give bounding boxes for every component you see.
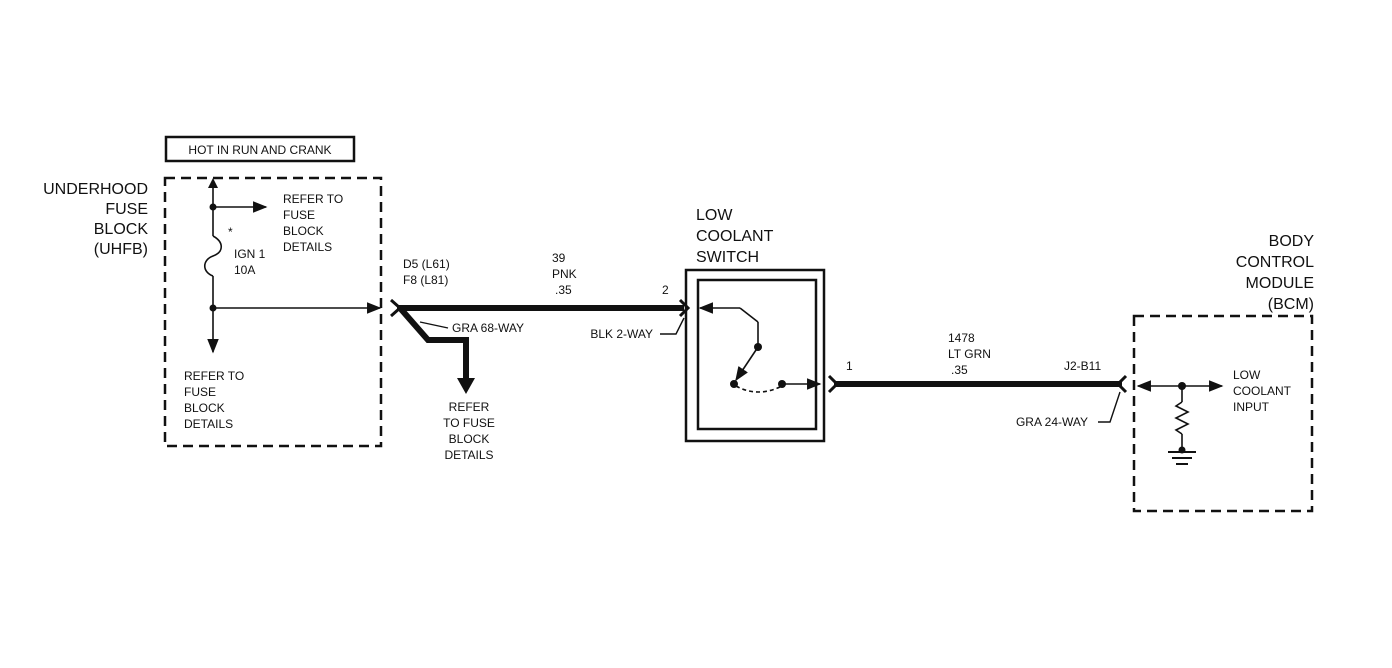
svg-text:F8 (L81): F8 (L81) [403, 273, 448, 287]
gra68-leader [419, 321, 449, 329]
hot-in-run-label: HOT IN RUN AND CRANK [164, 135, 356, 163]
switch-contact-right [778, 380, 786, 388]
uhfb-box [163, 176, 383, 448]
switch-pivot-dot [754, 343, 762, 351]
svg-text:BLOCK: BLOCK [283, 224, 324, 238]
connector-left-name: GRA 68-WAY [452, 321, 524, 335]
fuse-icon-marker: * [228, 225, 233, 239]
svg-text:COOLANT: COOLANT [696, 228, 774, 245]
branch-arrow-icon [457, 378, 475, 394]
svg-text:TO FUSE: TO FUSE [443, 416, 495, 430]
svg-text:.35: .35 [951, 363, 968, 377]
connector-bcm-symbol [1115, 374, 1128, 394]
splice-dot-bottom [209, 304, 217, 312]
svg-text:CONTROL: CONTROL [1236, 254, 1314, 271]
bcm-pin: J2-B11 [1064, 359, 1101, 373]
svg-text:IGN 1: IGN 1 [234, 247, 266, 261]
svg-text:COOLANT: COOLANT [1233, 384, 1292, 398]
switch-pin-in: 2 [662, 283, 669, 297]
bcm-box [1132, 314, 1314, 513]
ground-icon [1168, 451, 1196, 465]
switch-outer-box [684, 268, 826, 443]
svg-text:DETAILS: DETAILS [184, 417, 233, 431]
svg-text:FUSE: FUSE [105, 201, 148, 218]
svg-text:.35: .35 [555, 283, 572, 297]
svg-text:10A: 10A [234, 263, 255, 277]
hot-label-text: HOT IN RUN AND CRANK [188, 143, 331, 157]
wire-branch-refer [397, 306, 469, 380]
svg-text:(UHFB): (UHFB) [94, 241, 148, 258]
switch-internal-wiring [698, 302, 822, 393]
svg-text:D5 (L61): D5 (L61) [403, 257, 450, 271]
svg-text:BLOCK: BLOCK [94, 221, 149, 238]
splice-dot-top [209, 203, 217, 211]
connector-left-pins: D5 (L61) F8 (L81) [403, 257, 450, 287]
svg-text:MODULE: MODULE [1246, 275, 1314, 292]
svg-text:1478: 1478 [948, 331, 975, 345]
svg-text:FUSE: FUSE [283, 208, 315, 222]
switch-pin-out: 1 [846, 359, 853, 373]
svg-text:FUSE: FUSE [184, 385, 216, 399]
switch-contact-left [730, 380, 738, 388]
svg-text:REFER TO: REFER TO [283, 192, 343, 206]
fuse-label: IGN 1 10A [234, 247, 266, 277]
uhfb-refer-right: REFER TO FUSE BLOCK DETAILS [283, 192, 343, 254]
svg-text:REFER: REFER [449, 400, 490, 414]
bcm-splice-dot [1178, 382, 1186, 390]
bcm-input-label: LOW COOLANT INPUT [1233, 368, 1292, 414]
svg-text:BLOCK: BLOCK [184, 401, 225, 415]
svg-text:LT GRN: LT GRN [948, 347, 991, 361]
blk2way-leader [660, 317, 685, 335]
ground-dot [1178, 446, 1186, 454]
svg-text:LOW: LOW [696, 207, 733, 224]
svg-text:INPUT: INPUT [1233, 400, 1270, 414]
switch-inner-box [696, 278, 818, 431]
splice-refer-label: REFER TO FUSE BLOCK DETAILS [443, 400, 495, 462]
uhfb-refer-down: REFER TO FUSE BLOCK DETAILS [184, 369, 244, 431]
svg-text:DETAILS: DETAILS [283, 240, 332, 254]
svg-text:PNK: PNK [552, 267, 577, 281]
svg-text:BLOCK: BLOCK [449, 432, 490, 446]
connector-switch-in-symbol [678, 298, 691, 318]
uhfb-title: UNDERHOOD FUSE BLOCK (UHFB) [43, 181, 148, 258]
switch-connector-name: BLK 2-WAY [590, 327, 653, 341]
svg-text:LOW: LOW [1233, 368, 1261, 382]
svg-text:DETAILS: DETAILS [444, 448, 493, 462]
gra24-leader [1098, 391, 1121, 423]
bcm-connector-name: GRA 24-WAY [1016, 415, 1088, 429]
svg-text:(BCM): (BCM) [1268, 296, 1314, 313]
svg-text:BODY: BODY [1269, 233, 1315, 250]
switch-title: LOW COOLANT SWITCH [696, 207, 774, 266]
wire-39-label: 39 PNK .35 [552, 251, 577, 297]
bcm-internal-wiring [1136, 380, 1224, 450]
svg-text:REFER TO: REFER TO [184, 369, 244, 383]
svg-text:39: 39 [552, 251, 566, 265]
svg-text:SWITCH: SWITCH [696, 249, 759, 266]
bcm-title: BODY CONTROL MODULE (BCM) [1236, 233, 1315, 313]
svg-text:UNDERHOOD: UNDERHOOD [43, 181, 148, 198]
wire-1478-label: 1478 LT GRN .35 [948, 331, 991, 377]
